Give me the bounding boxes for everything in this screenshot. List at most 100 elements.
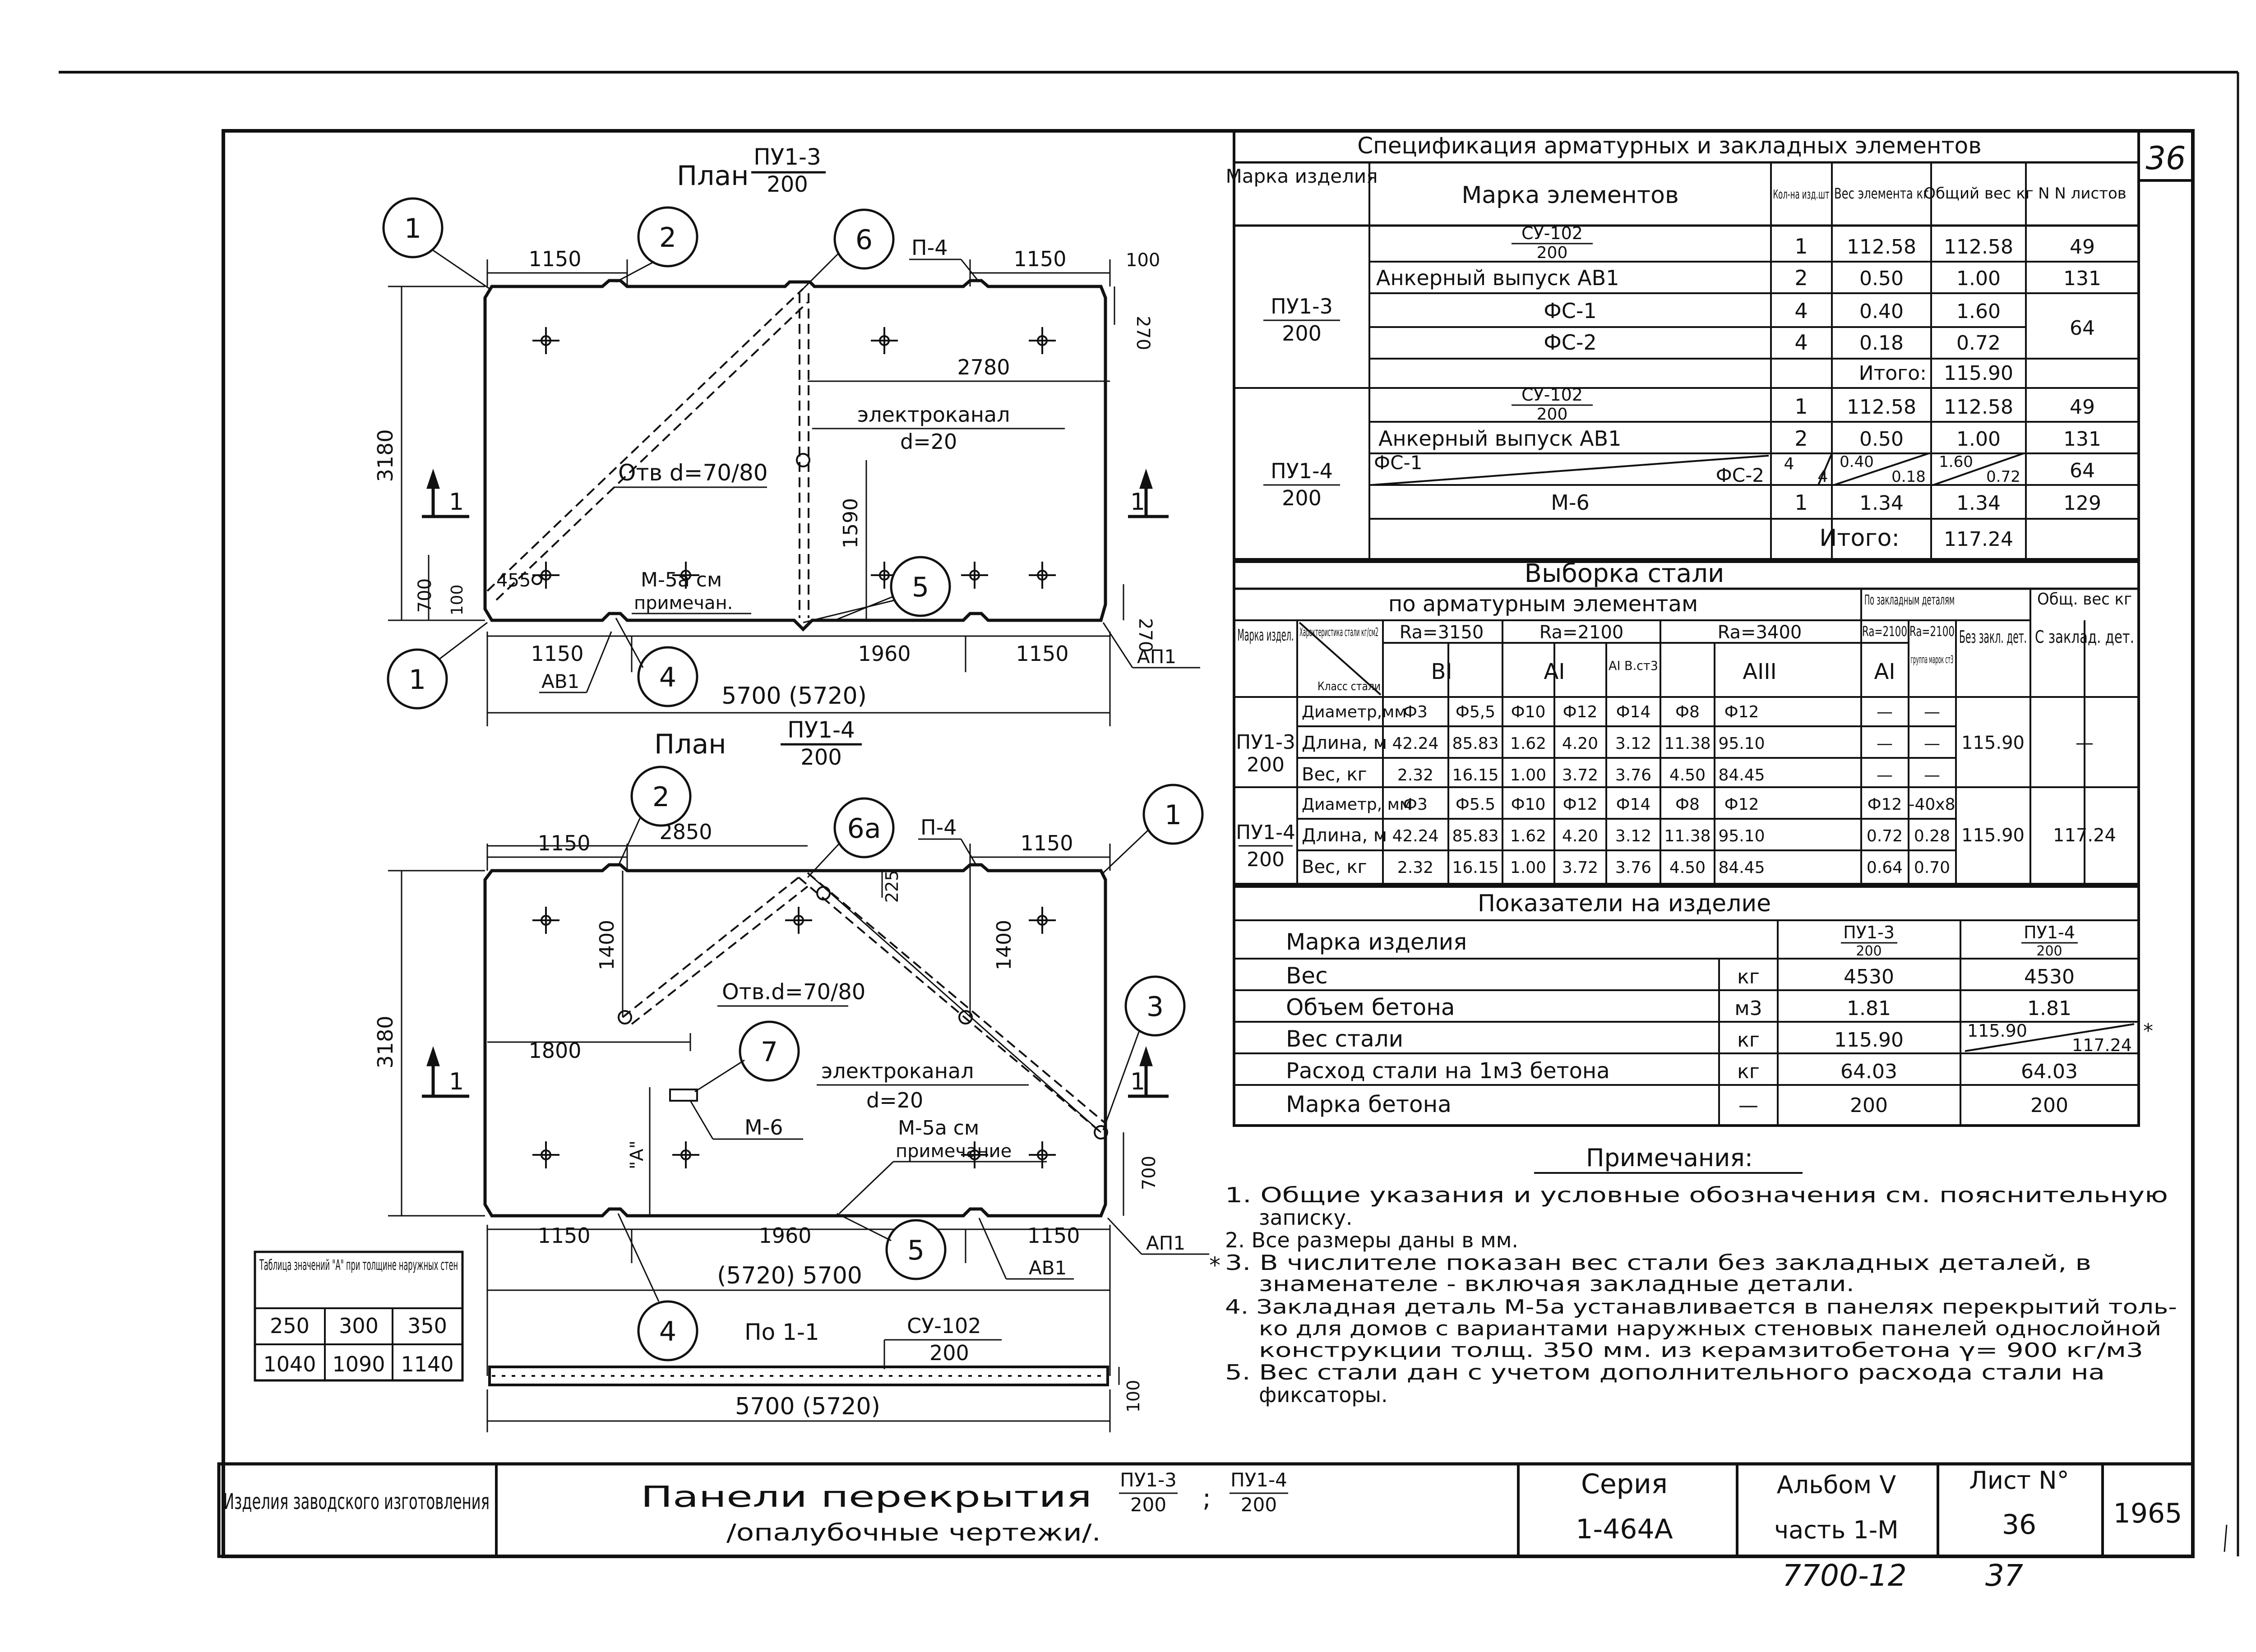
steel-sub2: По закладным деталям	[1864, 592, 1955, 608]
spec-g2-r3-w2: 0.18	[1891, 468, 1926, 486]
ind-r1-label: Вес	[1286, 963, 1328, 989]
steel-cls-a3: АIII	[1743, 659, 1776, 684]
section-su-den: 200	[929, 1341, 969, 1365]
plan-pu1-3: План ПУ1-3 200	[373, 144, 1200, 726]
steel-r2-lbl-d: Диаметр, мм	[1302, 795, 1412, 814]
plan2-dim-1150a: 1150	[537, 831, 590, 855]
spec-h-w: Вес элемента кг	[1834, 185, 1929, 202]
spec-h-elem: Марка элементов	[1461, 182, 1678, 209]
steel-r1-lbl-w: Вес, кг	[1302, 764, 1367, 785]
drawing-code: 7700-12	[1782, 1558, 1907, 1593]
spec-g1-r4-qty: 4	[1794, 330, 1808, 355]
tb-product-type: Изделия заводского изготовления	[223, 1489, 490, 1514]
spec-g1-r1-sheet: 49	[2070, 235, 2095, 258]
plan1-electrochannel: электроканал	[857, 402, 1010, 427]
steel-pu14-r0-c5: Ф8	[1675, 795, 1700, 814]
spec-g2-mark-den: 200	[1282, 486, 1322, 510]
spec-g1-r3-qty: 4	[1794, 299, 1808, 323]
spec-g2-total-label: Итого:	[1819, 525, 1900, 552]
ind-star: *	[2143, 1020, 2153, 1043]
steel-pu13-r0-c2: Ф10	[1511, 703, 1546, 721]
spec-g2-r2-el: Анкерный выпуск АВ1	[1378, 426, 1621, 451]
spec-g2-r4-w: 1.34	[1859, 492, 1904, 515]
plan2-label-p4: П-4	[920, 815, 957, 840]
table-a-r1c2: 300	[339, 1314, 379, 1338]
steel-pu13-r1-c0: 42.24	[1392, 734, 1438, 753]
steel-h-char: Характеристика стали кг/см2	[1299, 626, 1378, 639]
steel-h-class: Класс стали	[1318, 680, 1381, 693]
table-a-r1c3: 350	[407, 1314, 447, 1338]
section-su-num: СУ-102	[907, 1314, 981, 1338]
notes-line-8: конструкции толщ. 350 мм. из керамзитобе…	[1259, 1339, 2143, 1362]
steel-pu13-r0-c5: Ф8	[1675, 703, 1700, 721]
spec-g2-r3-w: 0.40	[1840, 453, 1874, 471]
tb-frac2-den: 200	[1241, 1494, 1277, 1516]
spec-g2-r3-qty2: 4	[1818, 467, 1828, 486]
table-a-title: Таблица значений "А" при толщине наружны…	[259, 1256, 458, 1274]
ind-r1-unit: кг	[1737, 965, 1760, 988]
table-a-r2c3: 1140	[401, 1352, 453, 1376]
tb-semicolon: ;	[1202, 1484, 1211, 1513]
ind-r4-unit: кг	[1737, 1060, 1760, 1083]
steel-r1-mark-num: ПУ1-3	[1236, 731, 1295, 754]
tb-title: Панели перекрытия	[641, 1481, 1092, 1514]
steel-pu14-r0-c6: Ф12	[1724, 795, 1759, 814]
ind-r1-v2: 4530	[2024, 965, 2075, 988]
notes-line-5: знаменателе - включая закладные детали.	[1259, 1272, 1854, 1296]
steel-r1-lbl-d: Диаметр,мм	[1302, 703, 1406, 721]
spec-g1-total-label: Итого:	[1859, 362, 1927, 385]
notes-star: *	[1209, 1252, 1220, 1278]
plan1-title: План	[677, 160, 749, 192]
plan2-dim-1400a: 1400	[596, 920, 619, 970]
steel-pu13-r0-c4: Ф14	[1616, 703, 1651, 721]
ind-h1-num: ПУ1-3	[1843, 923, 1895, 942]
steel-r1-mark-den: 200	[1247, 753, 1285, 776]
plan1-dim-1590: 1590	[839, 498, 862, 549]
spec-g1-r3-sheet: 64	[2070, 317, 2095, 340]
plan2-dim-5700: (5720) 5700	[717, 1262, 862, 1289]
callout-4b: 4	[659, 1316, 676, 1347]
plan1-frac-num: ПУ1-3	[754, 144, 821, 170]
plan2-dim-3180: 3180	[373, 1015, 398, 1068]
callout-5b: 5	[907, 1235, 925, 1266]
steel-pu14-r0-c4: Ф14	[1616, 795, 1651, 814]
spec-g1-r1-num: СУ-102	[1521, 223, 1583, 243]
steel-pu14-r1-c5: 11.38	[1664, 827, 1710, 845]
ind-r1-v1: 4530	[1844, 965, 1894, 988]
ind-r4-v1: 64.03	[1840, 1060, 1897, 1083]
plan1-sec-right: 1	[1130, 489, 1145, 516]
steel-ra2: Ra=2100	[1539, 622, 1624, 643]
tb-frac1-num: ПУ1-3	[1120, 1469, 1177, 1491]
ind-r4-label: Расход стали на 1м3 бетона	[1286, 1058, 1610, 1084]
table-a-values: Таблица значений "А" при толщине наружны…	[254, 1251, 464, 1382]
steel-r2-mark-den: 200	[1247, 848, 1285, 871]
spec-g2-r1-sheet: 49	[2070, 396, 2095, 419]
spec-g1-r3-tot: 1.60	[1956, 300, 2001, 323]
plan1-dim-455: 455	[496, 570, 531, 591]
callout-3: 3	[1146, 991, 1164, 1023]
spec-g2-r4-tot: 1.34	[1956, 492, 2001, 515]
plan2-m5: М-5а см	[898, 1117, 979, 1140]
plan2-frac-num: ПУ1-4	[787, 717, 855, 743]
spec-g1-r1-den: 200	[1537, 244, 1568, 262]
corner-sheet-number: 36	[2145, 140, 2186, 177]
ind-r2-v2: 1.81	[2027, 997, 2071, 1020]
plan2-otv: Отв.d=70/80	[722, 979, 865, 1005]
steel-pu13-r0-c3: Ф12	[1563, 703, 1598, 721]
plan1-dim-1150d: 1150	[1016, 641, 1068, 666]
steel-cls-a1: АI	[1544, 659, 1565, 684]
callout-1a: 1	[404, 213, 421, 245]
steel-pu13-r0-c6: Ф12	[1724, 703, 1759, 721]
spec-g2-r3-el2: ФС-2	[1716, 464, 1764, 486]
spec-g2-mark-num: ПУ1-4	[1271, 459, 1333, 483]
spec-title: Спецификация арматурных и закладных элем…	[1357, 133, 1981, 159]
ind-r5-v2: 200	[2030, 1094, 2068, 1117]
plan1-m5: М-5а см	[641, 568, 722, 591]
plan2-dim-225: 225	[882, 870, 902, 903]
steel-pu13-r1-c5: 11.38	[1664, 734, 1710, 753]
notes-title: Примечания:	[1586, 1144, 1753, 1172]
steel-cls-a1-vst3: АI В.ст3	[1609, 658, 1658, 673]
steel-pu13-r0-c7: —	[1877, 703, 1893, 721]
notes-line-3: 2. Все размеры даны в мм.	[1225, 1228, 1518, 1252]
